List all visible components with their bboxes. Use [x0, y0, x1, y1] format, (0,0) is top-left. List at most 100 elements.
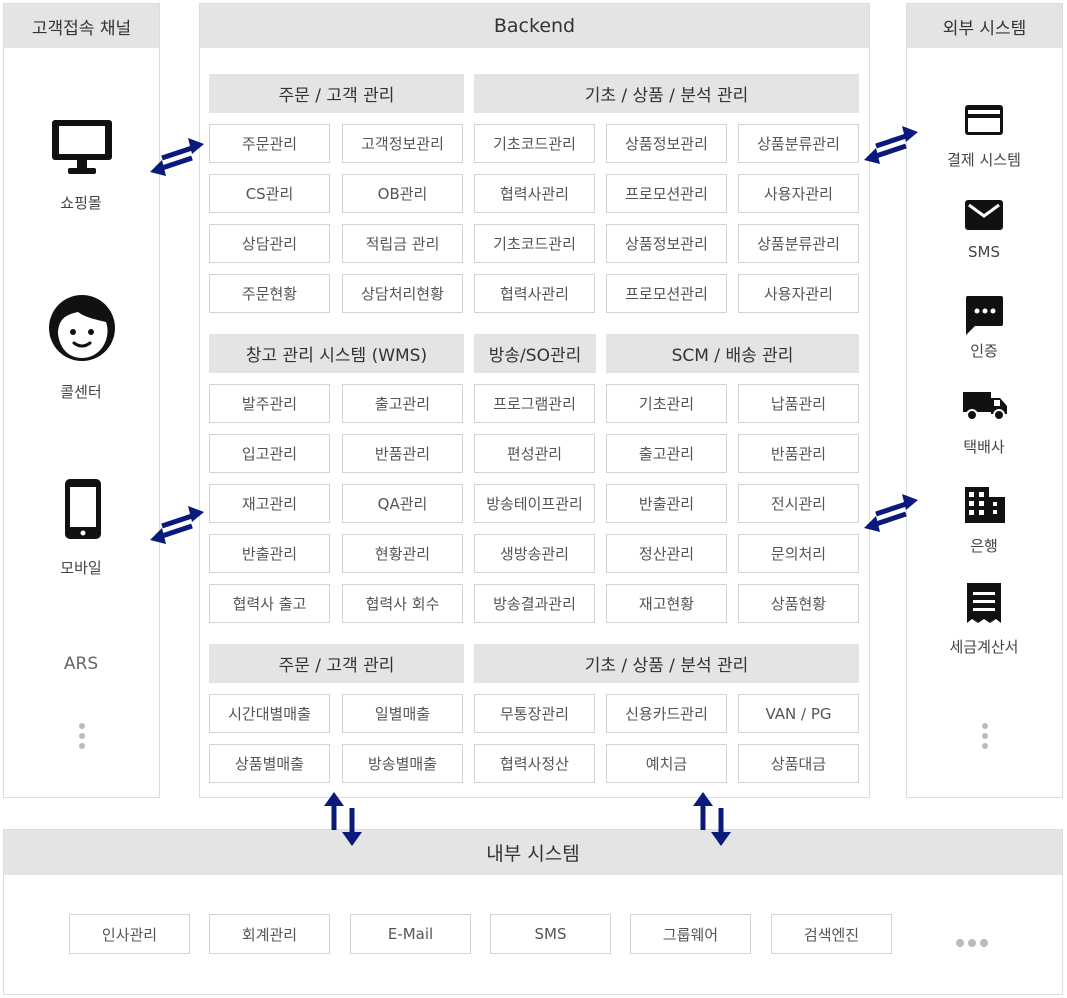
module-cell: 상담처리현황 [342, 274, 463, 313]
module-cell: 무통장관리 [474, 694, 595, 733]
module-cell: 프로모션관리 [606, 274, 727, 313]
module-cell: 발주관리 [209, 384, 330, 423]
external-title: 외부 시스템 [907, 4, 1062, 48]
internal-system-cell: E-Mail [350, 914, 471, 954]
module-cell: 상품대금 [738, 744, 859, 783]
module-cell: 상품별매출 [209, 744, 330, 783]
exchange-arrow-bank [864, 494, 918, 532]
module-cell: 재고현황 [606, 584, 727, 623]
external-label-tax-invoice: 세금계산서 [949, 638, 1019, 656]
more-external-icon [982, 723, 988, 753]
module-cell: 상담관리 [209, 224, 330, 263]
module-cell: 출고관리 [342, 384, 463, 423]
module-cell: VAN / PG [738, 694, 859, 733]
internal-system-cell: 검색엔진 [771, 914, 892, 954]
module-cell: 반출관리 [209, 534, 330, 573]
channel-label-shoppingmall: 쇼핑몰 [60, 194, 102, 212]
module-cell: 사용자관리 [738, 274, 859, 313]
section-title: 주문 / 고객 관리 [209, 74, 464, 113]
channel-label-ars: ARS [63, 654, 99, 674]
chat-bubble-icon [965, 296, 1003, 335]
receipt-icon [967, 583, 1001, 623]
module-cell: OB관리 [342, 174, 463, 213]
module-cell: 상품정보관리 [606, 124, 727, 163]
section-title: 주문 / 고객 관리 [209, 644, 464, 683]
module-cell: 사용자관리 [738, 174, 859, 213]
module-cell: 기초관리 [606, 384, 727, 423]
module-cell: 재고관리 [209, 484, 330, 523]
envelope-icon [965, 200, 1003, 230]
credit-card-icon [965, 105, 1003, 135]
module-cell: 전시관리 [738, 484, 859, 523]
module-cell: 방송결과관리 [474, 584, 595, 623]
internal-system-cell: 인사관리 [69, 914, 190, 954]
module-cell: CS관리 [209, 174, 330, 213]
external-label-payment: 결제 시스템 [947, 151, 1021, 169]
external-label-auth: 인증 [970, 342, 998, 360]
module-cell: 방송별매출 [342, 744, 463, 783]
module-cell: 정산관리 [606, 534, 727, 573]
section-title: 기초 / 상품 / 분석 관리 [474, 74, 859, 113]
module-cell: 편성관리 [474, 434, 595, 473]
truck-icon [963, 392, 1007, 421]
backend-title: Backend [200, 4, 869, 48]
module-cell: 협력사관리 [474, 274, 595, 313]
more-channels-icon [79, 723, 85, 753]
module-cell: 프로모션관리 [606, 174, 727, 213]
channel-label-mobile: 모바일 [60, 559, 102, 577]
monitor-icon [52, 120, 112, 174]
channels-title: 고객접속 채널 [4, 4, 159, 48]
module-cell: 예치금 [606, 744, 727, 783]
module-cell: 상품분류관리 [738, 124, 859, 163]
section-title: SCM / 배송 관리 [606, 334, 859, 373]
module-cell: 협력사 출고 [209, 584, 330, 623]
module-cell: 협력사정산 [474, 744, 595, 783]
section-title: 기초 / 상품 / 분석 관리 [474, 644, 859, 683]
internal-panel: 내부 시스템 [3, 829, 1063, 995]
module-cell: 기초코드관리 [474, 124, 595, 163]
section-title: 방송/SO관리 [474, 334, 596, 373]
internal-system-cell: SMS [490, 914, 611, 954]
module-cell: 시간대별매출 [209, 694, 330, 733]
module-cell: 일별매출 [342, 694, 463, 733]
face-icon [49, 295, 115, 361]
module-cell: 주문현황 [209, 274, 330, 313]
exchange-arrow-shoppingmall [150, 138, 204, 176]
module-cell: 적립금 관리 [342, 224, 463, 263]
exchange-arrow-payment [864, 126, 918, 164]
module-cell: 신용카드관리 [606, 694, 727, 733]
module-cell: 프로그램관리 [474, 384, 595, 423]
smartphone-icon [65, 479, 101, 539]
module-cell: 납품관리 [738, 384, 859, 423]
internal-system-cell: 회계관리 [209, 914, 330, 954]
exchange-arrow-internal-right [693, 792, 731, 846]
module-cell: 기초코드관리 [474, 224, 595, 263]
module-cell: 상품현황 [738, 584, 859, 623]
exchange-arrow-internal-left [324, 792, 362, 846]
more-internal-icon [956, 932, 992, 951]
external-label-courier: 택배사 [963, 438, 1005, 456]
module-cell: 입고관리 [209, 434, 330, 473]
internal-system-cell: 그룹웨어 [630, 914, 751, 954]
module-cell: 문의처리 [738, 534, 859, 573]
exchange-arrow-mobile [150, 506, 204, 544]
module-cell: 주문관리 [209, 124, 330, 163]
building-icon [965, 487, 1005, 523]
internal-title: 내부 시스템 [4, 830, 1062, 875]
module-cell: 협력사 회수 [342, 584, 463, 623]
section-title: 창고 관리 시스템 (WMS) [209, 334, 464, 373]
module-cell: 생방송관리 [474, 534, 595, 573]
module-cell: QA관리 [342, 484, 463, 523]
external-label-sms: SMS [968, 243, 1000, 261]
module-cell: 반품관리 [342, 434, 463, 473]
module-cell: 상품분류관리 [738, 224, 859, 263]
external-label-bank: 은행 [970, 537, 998, 555]
module-cell: 고객정보관리 [342, 124, 463, 163]
module-cell: 출고관리 [606, 434, 727, 473]
module-cell: 상품정보관리 [606, 224, 727, 263]
module-cell: 현황관리 [342, 534, 463, 573]
module-cell: 반출관리 [606, 484, 727, 523]
module-cell: 반품관리 [738, 434, 859, 473]
module-cell: 방송테이프관리 [474, 484, 595, 523]
channel-label-callcenter: 콜센터 [60, 383, 102, 401]
